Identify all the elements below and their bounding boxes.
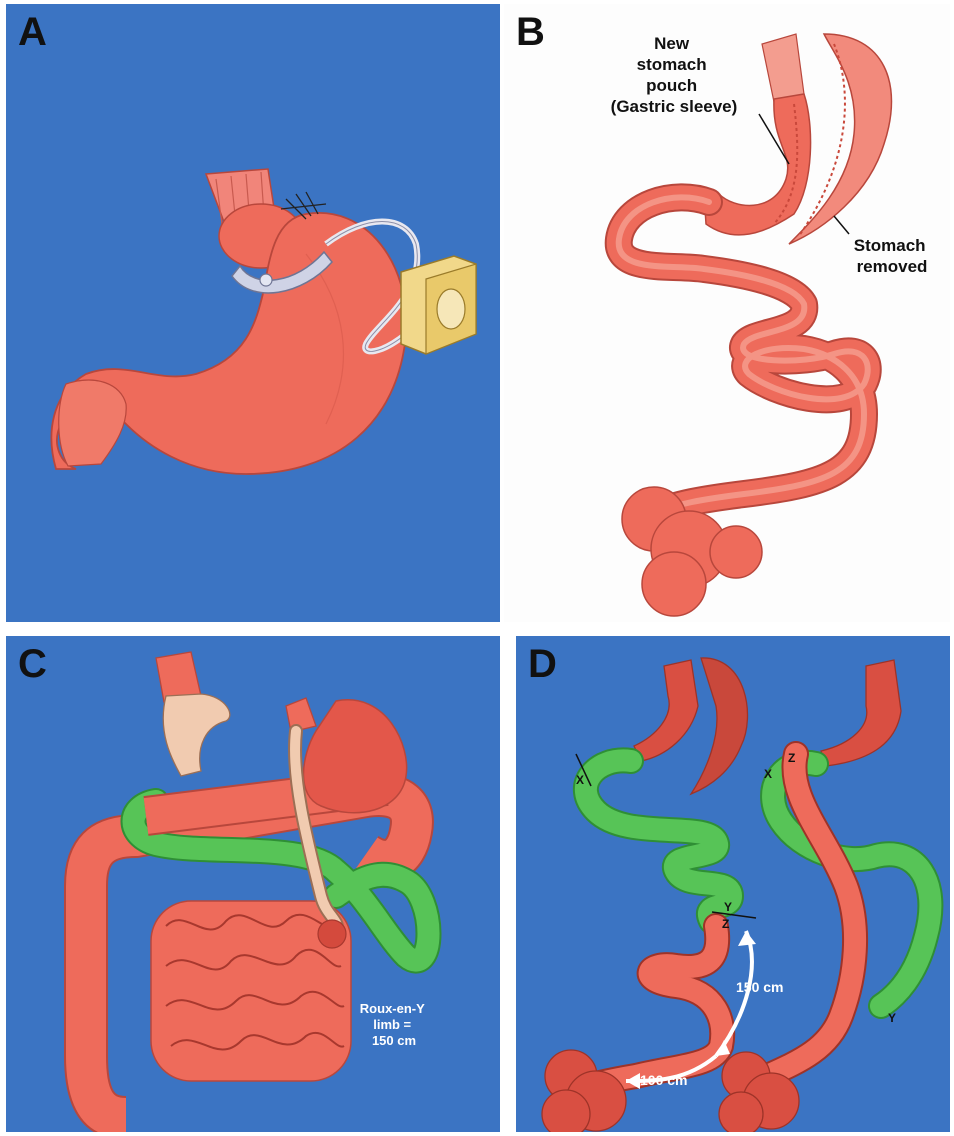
- label-roux-limb: Roux-en-Y limb = 150 cm: [360, 1001, 428, 1048]
- left-point-y: Y: [724, 900, 732, 914]
- label-stomach-removed: Stomach removed: [854, 236, 931, 276]
- panel-letter-b: B: [516, 10, 545, 55]
- right-point-x: X: [764, 767, 772, 781]
- right-point-y: Y: [888, 1011, 896, 1025]
- measure-100-cm: 100 cm: [640, 1072, 687, 1088]
- measure-150-cm: 150 cm: [736, 979, 783, 995]
- panel-letter-d: D: [528, 642, 557, 687]
- label-new-stomach-pouch: New stomach pouch (Gastric sleeve): [611, 34, 738, 116]
- panel-d: X Y Z 150 cm 100 cm X Z Y D: [516, 636, 950, 1132]
- duodenal-switch-illustration: X Y Z 150 cm 100 cm X Z Y: [516, 636, 950, 1132]
- gastric-band-illustration: [6, 4, 500, 622]
- left-point-z: Z: [722, 917, 729, 931]
- excluded-stomach: [304, 700, 407, 813]
- access-port: [401, 256, 476, 354]
- panel-letter-c: C: [18, 642, 47, 687]
- panel-b: New stomach pouch (Gastric sleeve) Stoma…: [504, 4, 950, 622]
- panel-a: A: [6, 4, 500, 622]
- left-point-x: X: [576, 773, 584, 787]
- panel-letter-a: A: [18, 10, 47, 55]
- roux-en-y-illustration: Roux-en-Y limb = 150 cm: [6, 636, 500, 1132]
- panel-c: Roux-en-Y limb = 150 cm C: [6, 636, 500, 1132]
- left-colon-segment: [542, 1050, 626, 1132]
- right-point-z: Z: [788, 751, 795, 765]
- sleeve-illustration: New stomach pouch (Gastric sleeve) Stoma…: [504, 4, 950, 622]
